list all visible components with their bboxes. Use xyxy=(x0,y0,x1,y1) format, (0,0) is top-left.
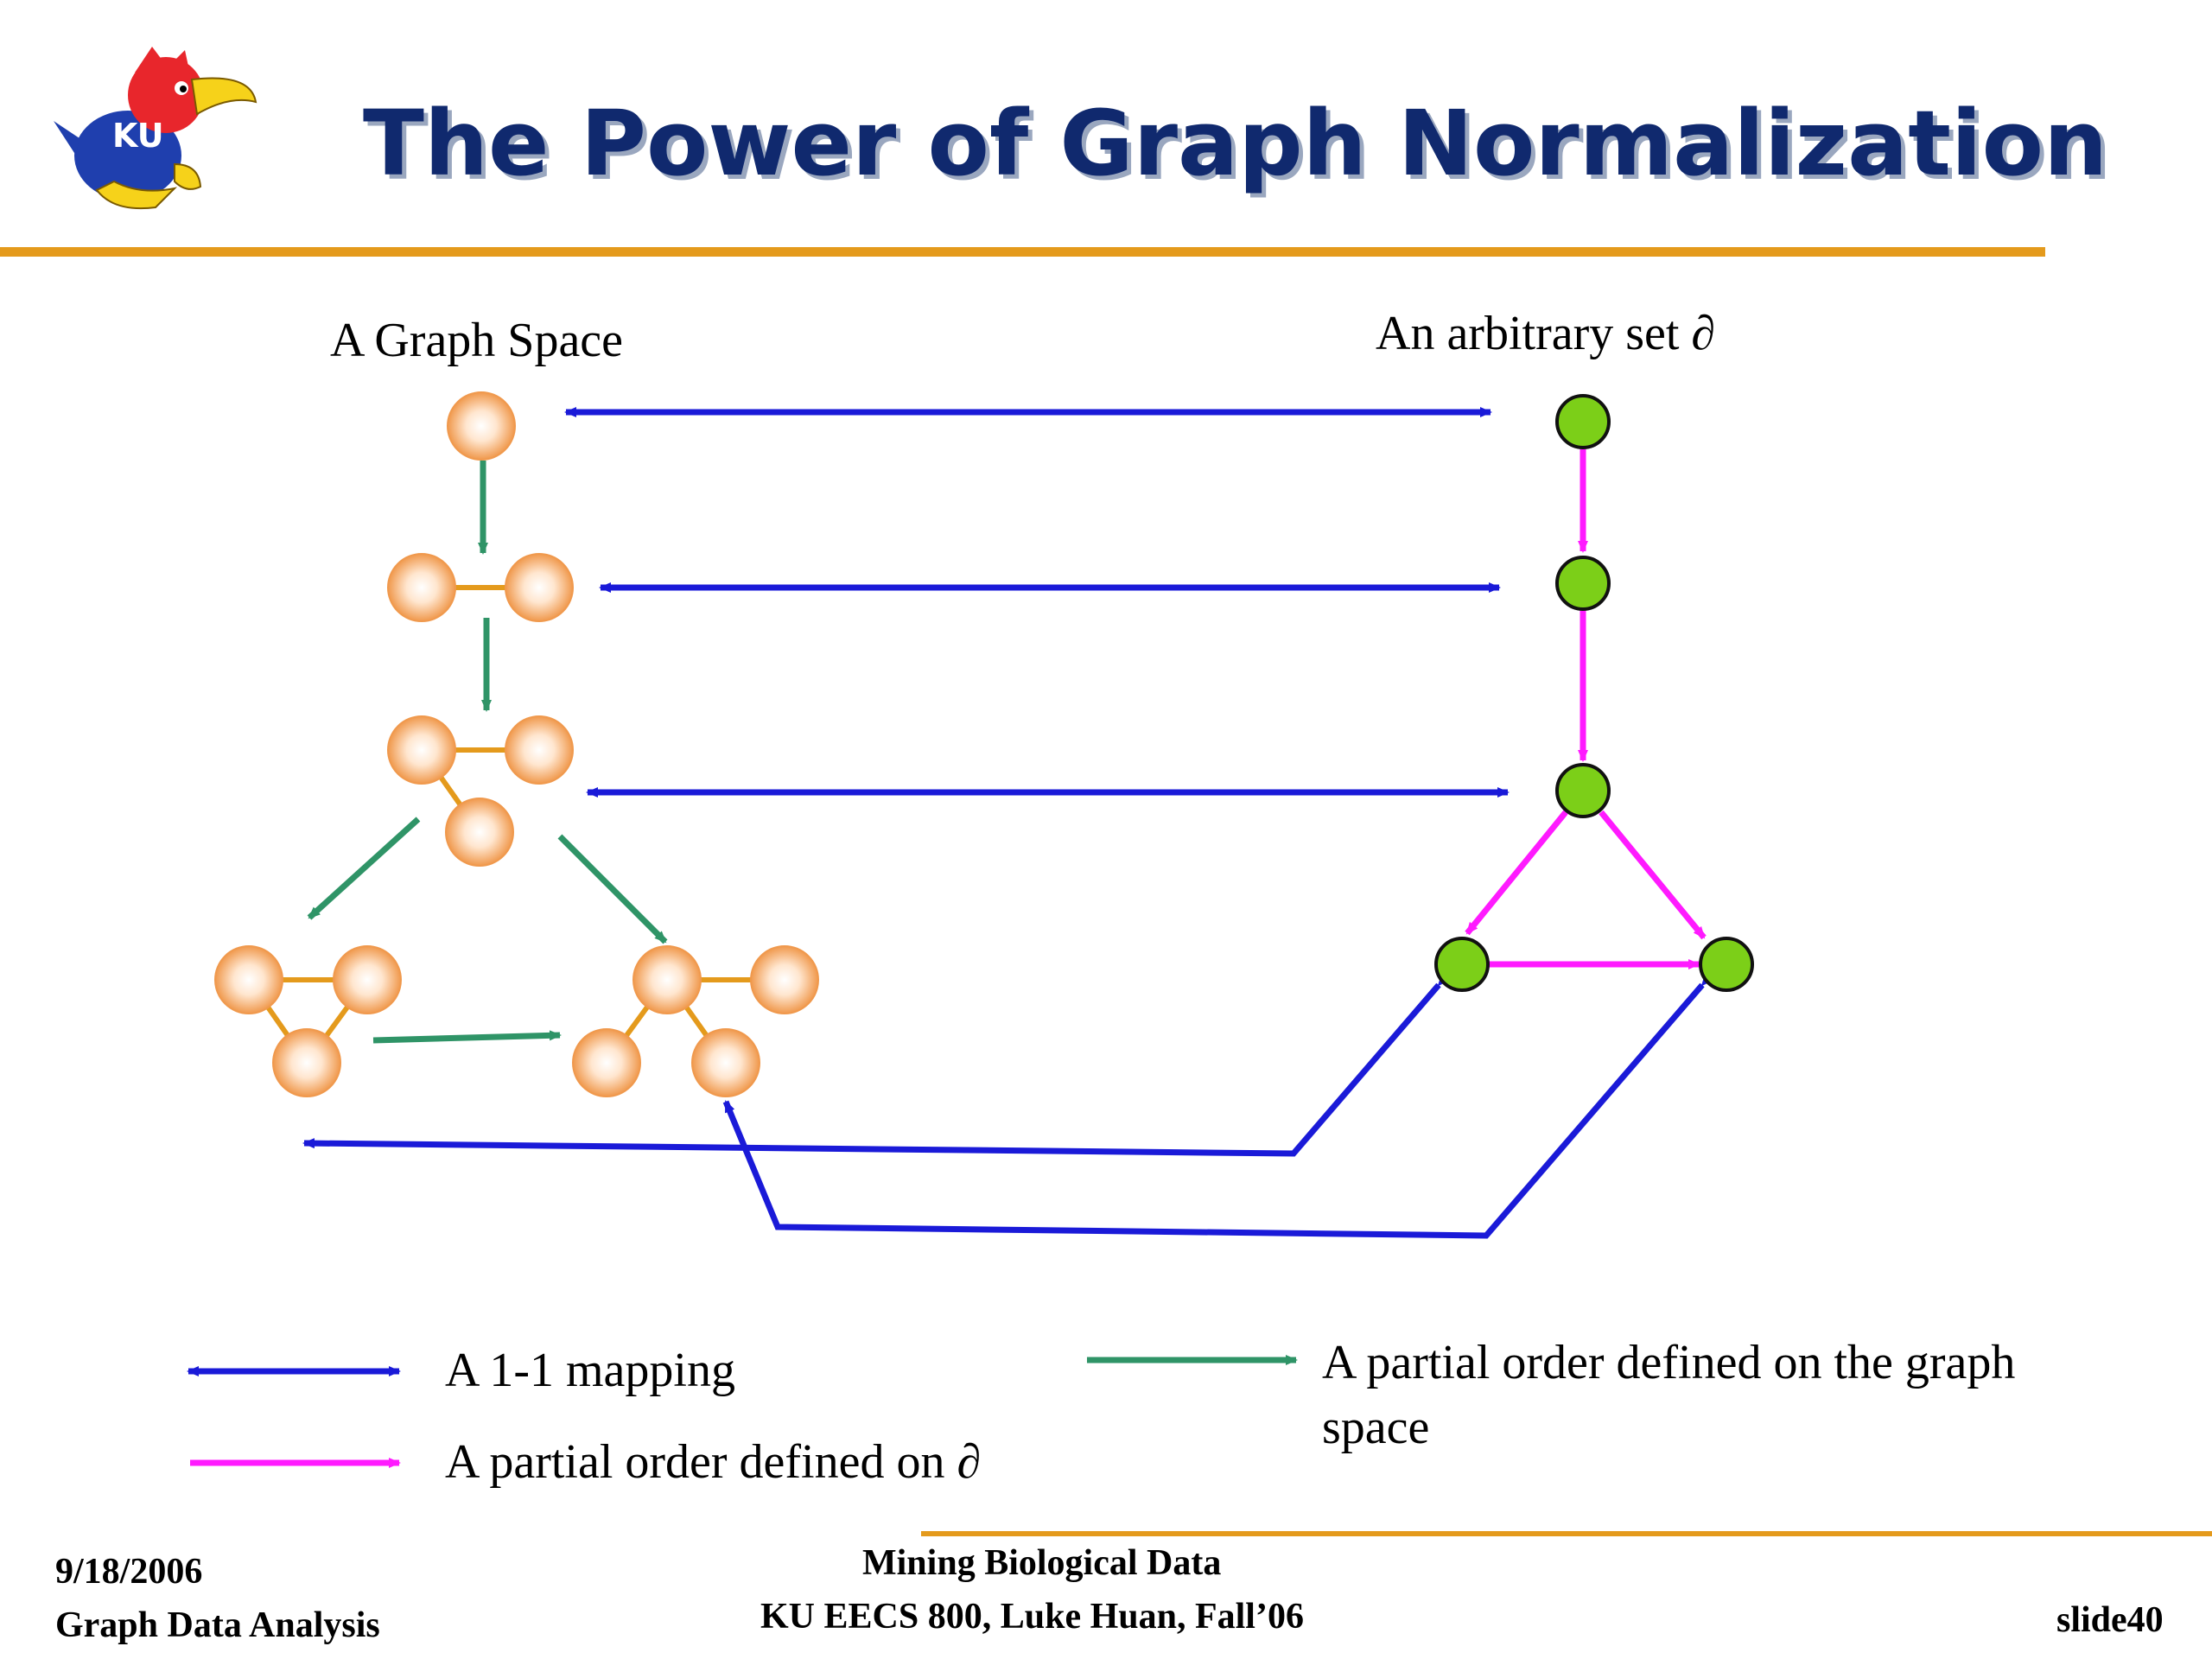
arbitrary-set-label: An arbitrary set ∂ xyxy=(1376,307,1716,360)
graph-node xyxy=(447,391,516,461)
graph-node xyxy=(387,553,456,622)
legend-samples xyxy=(187,1355,1298,1468)
footer-date: 9/18/2006 xyxy=(55,1552,203,1592)
graph-order-arrow-5 xyxy=(372,1030,562,1044)
graph-node xyxy=(387,715,456,785)
footer-course-line2: KU EECS 800, Luke Huan, Fall’06 xyxy=(760,1597,1304,1637)
graph-space-nodes xyxy=(214,391,819,1097)
footer-course-line1: Mining Biological Data xyxy=(862,1543,1222,1583)
set-order-arrows xyxy=(1465,449,1707,969)
jayhawk-feet xyxy=(95,180,178,210)
graph-node xyxy=(505,715,574,785)
title-underline xyxy=(0,247,2045,257)
graph-space-label: A Graph Space xyxy=(330,314,624,367)
graph-node xyxy=(750,945,819,1014)
legend-mapping-label: A 1-1 mapping xyxy=(445,1344,735,1397)
ku-jayhawk-logo: KU xyxy=(54,47,257,210)
set-node xyxy=(1555,556,1611,611)
set-node xyxy=(1555,394,1611,449)
slide-title: The Power of Graph Normalization xyxy=(363,91,2108,196)
graph-edges xyxy=(246,585,785,1065)
graph-node xyxy=(691,1028,760,1097)
legend-set-order-label: A partial order defined on ∂ xyxy=(445,1435,982,1489)
jayhawk-beak xyxy=(190,77,257,116)
slide-number: slide40 xyxy=(2056,1600,2164,1640)
jayhawk-head xyxy=(128,57,204,133)
graph-node xyxy=(572,1028,641,1097)
footer-topic: Graph Data Analysis xyxy=(55,1605,380,1645)
set-node xyxy=(1699,937,1754,992)
set-order-arrow-3 xyxy=(1465,810,1568,936)
jayhawk-body xyxy=(74,111,181,200)
jayhawk-crest xyxy=(135,47,190,74)
legend-graph-order-label-line2: space xyxy=(1322,1401,1430,1454)
graph-node xyxy=(214,945,283,1014)
graph-node xyxy=(632,945,702,1014)
jayhawk-tail xyxy=(54,121,79,156)
set-node xyxy=(1434,937,1490,992)
footer-rule xyxy=(921,1531,2212,1536)
legend-graph-order-label-line1: A partial order defined on the graph xyxy=(1322,1336,2016,1389)
set-node xyxy=(1555,763,1611,818)
mapping-arrow-4 xyxy=(302,973,1450,1157)
set-nodes xyxy=(1434,394,1754,992)
graph-order-arrow-4 xyxy=(557,834,668,944)
mapping-arrows xyxy=(302,407,1713,1239)
set-order-arrow-4 xyxy=(1599,810,1707,940)
graph-order-arrow-3 xyxy=(307,817,421,920)
graph-node xyxy=(333,945,402,1014)
graph-node xyxy=(445,798,514,867)
graph-order-arrows xyxy=(307,461,668,1044)
mascot-ku-text: KU xyxy=(112,117,164,155)
mapping-arrow-5 xyxy=(722,973,1713,1239)
graph-node xyxy=(272,1028,341,1097)
graph-node xyxy=(505,553,574,622)
